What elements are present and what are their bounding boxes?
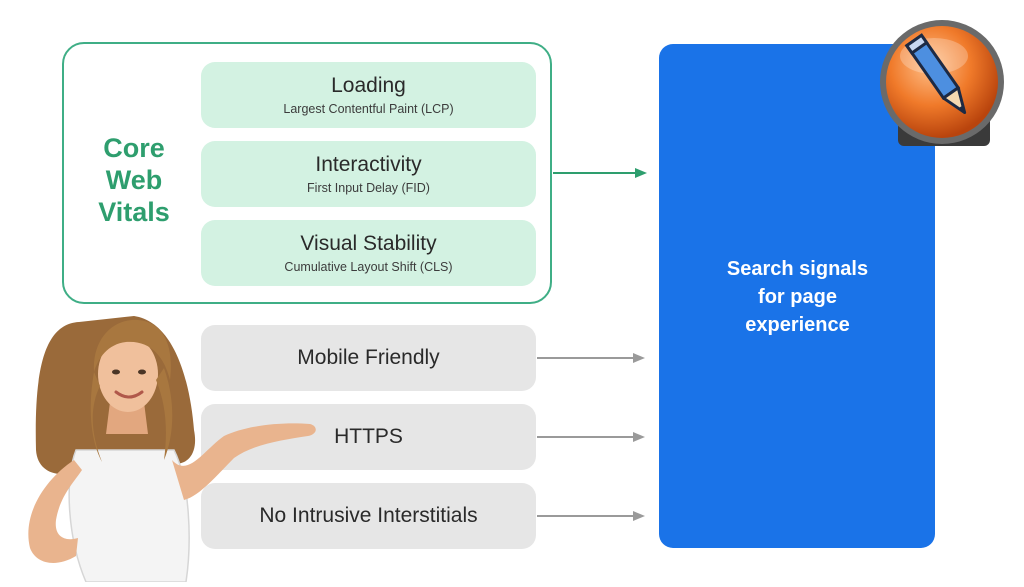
- arrow-core-web-vitals: [553, 168, 647, 178]
- arrow-https: [537, 432, 645, 442]
- arrow-mobile-friendly: [537, 353, 645, 363]
- cwv-title-line-2: Web: [105, 165, 163, 195]
- metric-loading-name: Loading: [331, 74, 406, 97]
- core-web-vitals-title: Core Web Vitals: [76, 132, 192, 228]
- metric-interactivity-name: Interactivity: [315, 153, 422, 176]
- pencil-app-logo-icon: [876, 16, 1010, 150]
- page-experience-line-2: for page: [758, 286, 837, 308]
- metric-interactivity-sub: First Input Delay (FID): [307, 181, 430, 195]
- signal-mobile-friendly: Mobile Friendly: [201, 325, 536, 391]
- page-experience-box: [659, 44, 935, 548]
- woman-presenter-illustration: [4, 310, 334, 583]
- page-experience-line-1: Search signals: [726, 258, 869, 280]
- metric-interactivity: Interactivity First Input Delay (FID): [201, 141, 536, 207]
- page-experience-line-3: experience: [745, 314, 850, 336]
- metric-loading: Loading Largest Contentful Paint (LCP): [201, 62, 536, 128]
- arrow-no-intrusive-interstitials: [537, 511, 645, 521]
- metric-visual-stability: Visual Stability Cumulative Layout Shift…: [201, 220, 536, 286]
- cwv-title-line-3: Vitals: [98, 197, 170, 227]
- page-experience-label: Search signals for page experience: [700, 255, 895, 339]
- metric-visual-stability-name: Visual Stability: [300, 232, 437, 255]
- signal-no-intrusive-interstitials: No Intrusive Interstitials: [201, 483, 536, 549]
- cwv-title-line-1: Core: [103, 133, 165, 163]
- metric-loading-sub: Largest Contentful Paint (LCP): [283, 102, 454, 116]
- metric-visual-stability-sub: Cumulative Layout Shift (CLS): [284, 260, 453, 274]
